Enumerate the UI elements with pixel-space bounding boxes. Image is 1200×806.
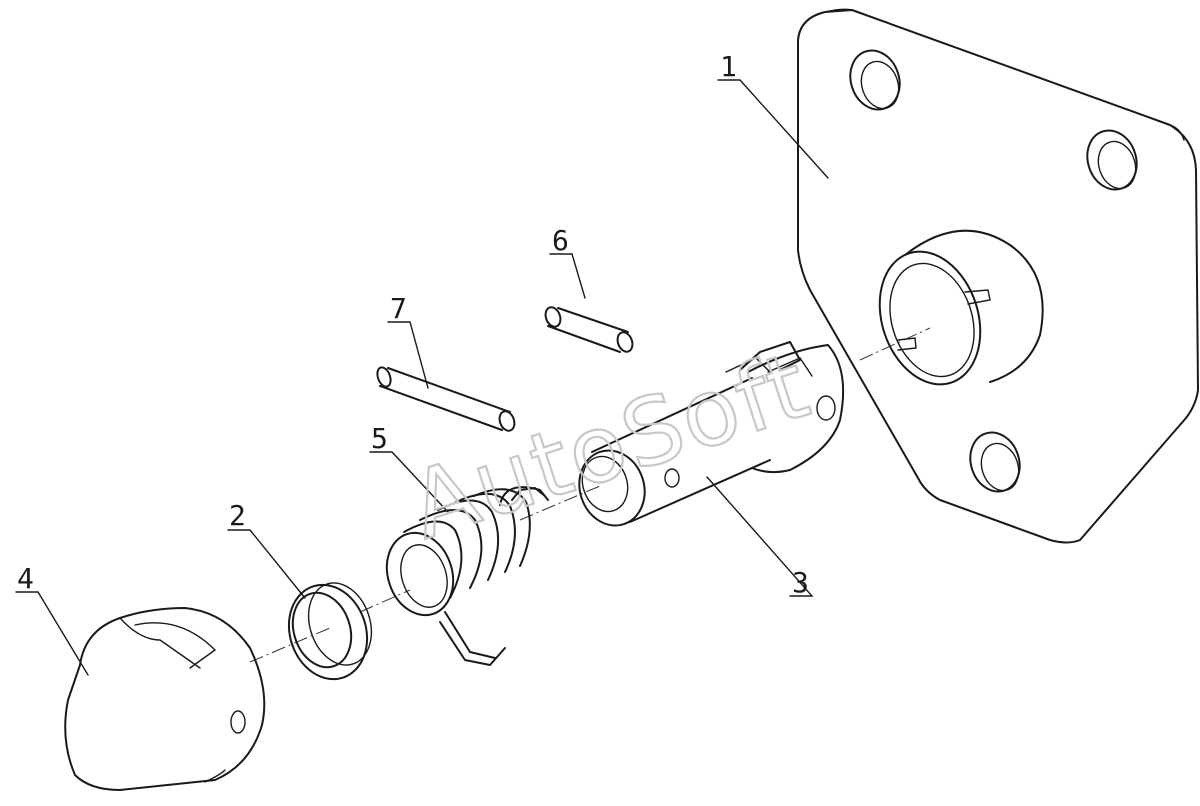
part-7-long-pin (376, 366, 516, 432)
part-2-washer (287, 582, 373, 681)
leader-1 (717, 79, 829, 179)
leader-7 (387, 321, 429, 389)
leader-6 (549, 253, 586, 299)
callout-7: 7 (390, 292, 407, 325)
leader-4 (15, 591, 89, 676)
callout-1: 1 (720, 50, 737, 83)
leader-2 (227, 529, 306, 599)
leader-lines (15, 79, 829, 676)
assembly-axis (249, 327, 931, 663)
callout-2: 2 (229, 499, 246, 532)
part-6-short-pin (544, 306, 634, 353)
part-3-shaft (578, 341, 845, 527)
callout-6: 6 (552, 224, 569, 257)
leader-5 (369, 451, 449, 513)
leader-3 (706, 476, 814, 597)
callout-4: 4 (17, 562, 34, 595)
part-4-cap (64, 607, 266, 791)
callout-numbers: 1 2 3 4 5 6 7 (17, 50, 809, 599)
callout-5: 5 (371, 422, 388, 455)
part-1-mounting-plate (797, 8, 1199, 544)
part-5-torsion-spring (385, 486, 549, 666)
callout-3: 3 (792, 566, 809, 599)
